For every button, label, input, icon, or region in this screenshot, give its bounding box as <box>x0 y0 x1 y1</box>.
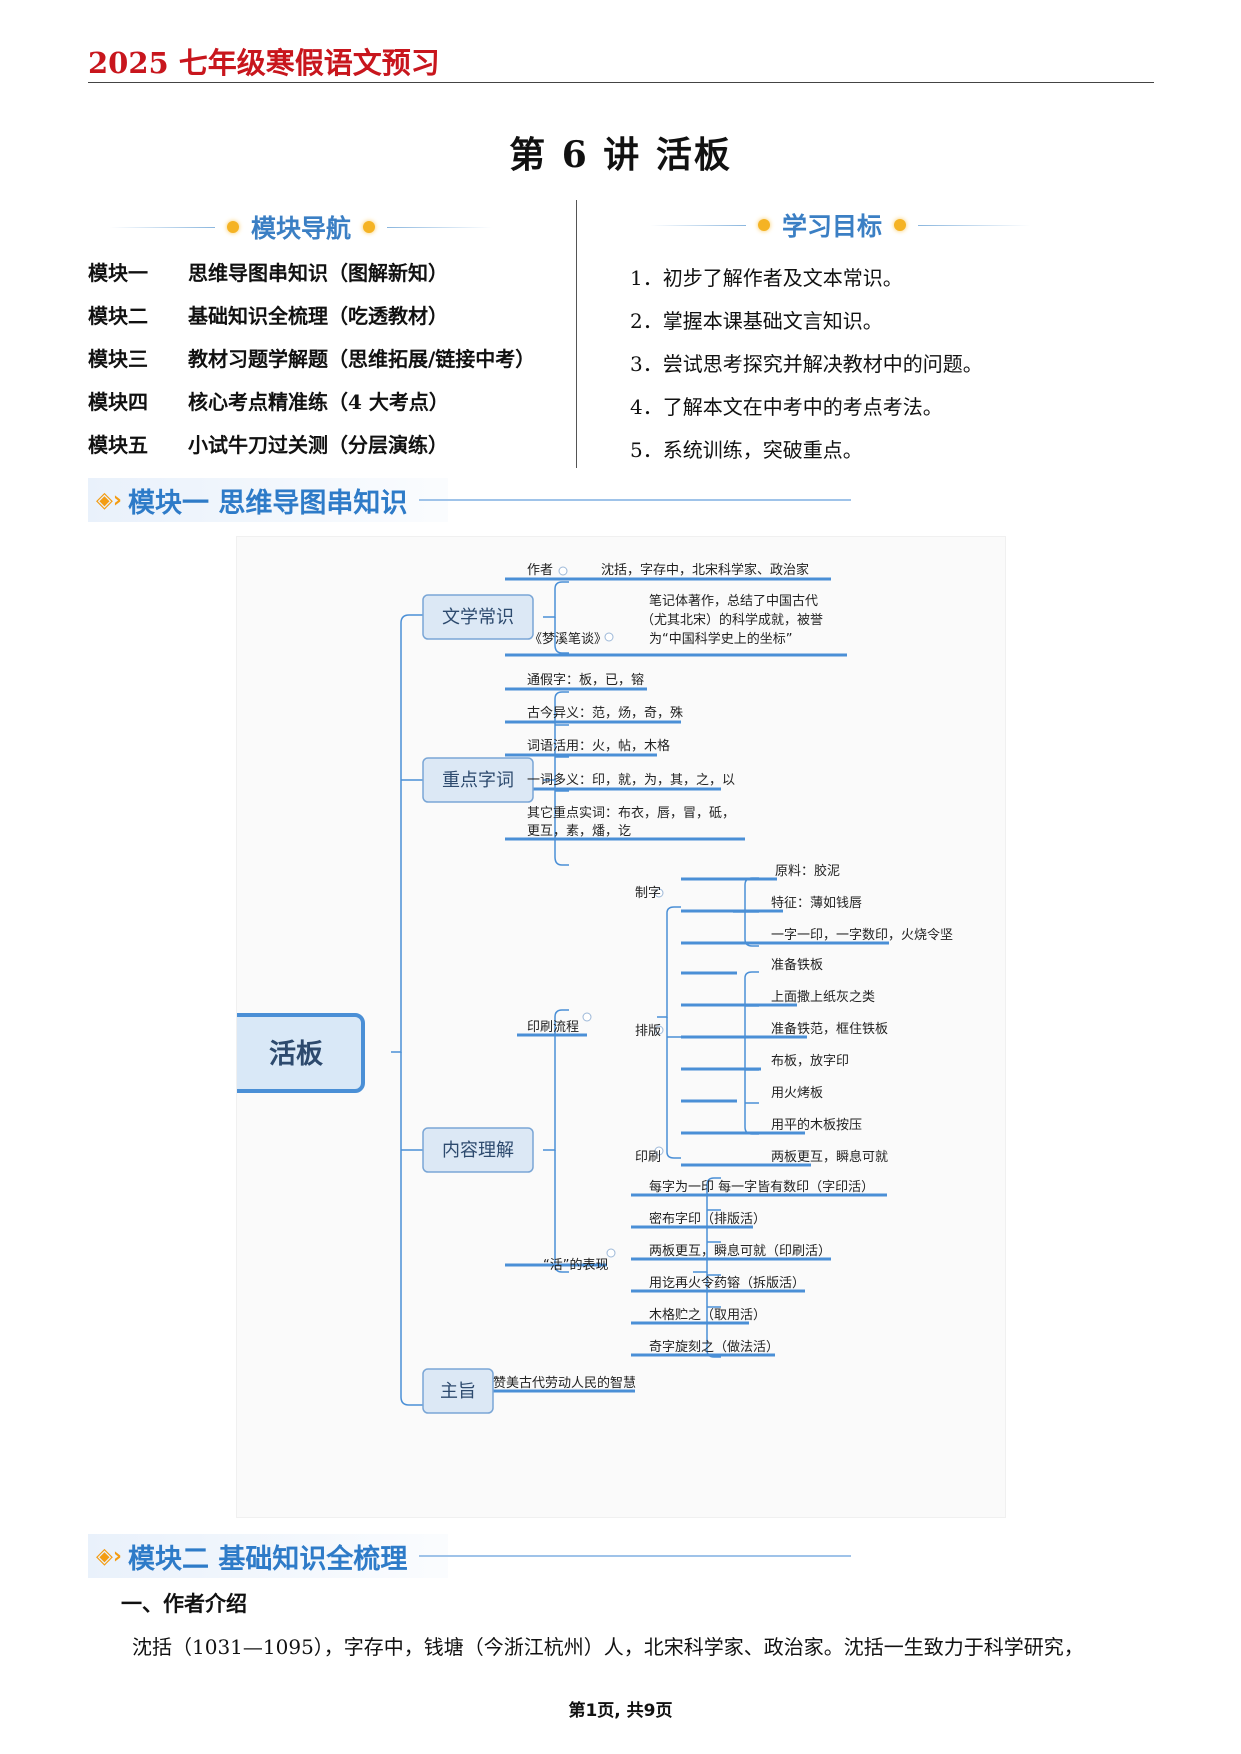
goal-item: 3．尝试思考探究并解决教材中的问题。 <box>630 352 983 376</box>
nav-heading-dot-right <box>363 221 376 233</box>
nav-heading-text: 模块导航 <box>251 214 352 243</box>
leaf-paiban: 上面撒上纸灰之类 <box>771 989 875 1005</box>
goals-heading-line-left <box>650 224 746 226</box>
leaf-yinshua: 两板更互，瞬息可就 <box>771 1149 888 1165</box>
section-author-title: 一、作者介绍 <box>121 1591 247 1616</box>
goal-item: 1．初步了解作者及文本常识。 <box>630 266 903 290</box>
node-neirong <box>422 1127 534 1173</box>
nav-heading-dot-left <box>227 221 239 233</box>
mind-map: 活板 文学常识 重点字词 内容理解 主旨 作者 沈括，字存中，北宋科学家、政治家… <box>227 536 1006 1518</box>
goals-heading: 学习目标 <box>650 207 1031 243</box>
leaf-huo: 密布字印（排版活） <box>649 1211 766 1227</box>
leaf-zhizi: 原料：胶泥 <box>775 863 840 879</box>
page-footer: 第1页, 共9页 <box>568 1701 673 1721</box>
node-neirong-label: 内容理解 <box>442 1140 514 1161</box>
module-nav-list: 模块一思维导图串知识（图解新知） 模块二基础知识全梳理（吃透教材） 模块三教材习… <box>88 250 535 465</box>
lecture-title: 第 6 讲 活板 <box>509 134 732 176</box>
module2-banner: ◈› 模块二 基础知识全梳理 <box>88 1534 852 1578</box>
column-divider <box>576 200 577 468</box>
leaf-book-key: 《梦溪笔谈》 <box>529 631 607 647</box>
leaf-paiban: 布板，放字印 <box>771 1054 849 1069</box>
leaf-paiban: 准备铁板 <box>771 957 823 973</box>
goals-heading-text: 学习目标 <box>782 212 883 241</box>
leaf-huo: 用讫再火令药镕（拆版活） <box>649 1276 805 1291</box>
node-zhizi: 制字 <box>635 886 661 901</box>
header-rule <box>88 82 1154 83</box>
mind-map-svg: 活板 文学常识 重点字词 内容理解 主旨 作者 沈括，字存中，北宋科学家、政治家… <box>227 562 953 1414</box>
node-paiban: 排版 <box>635 1024 661 1039</box>
goal-item: 5．系统训练，突破重点。 <box>630 438 863 462</box>
leaf-keyword: 通假字：板，已，镕 <box>527 673 644 688</box>
nav-heading-line-right <box>387 226 493 228</box>
leaf-keyword: 古今异义：范，炀，奇，殊 <box>527 705 683 721</box>
node-yinshua: 印刷 <box>635 1150 661 1165</box>
goals-heading-dot-left <box>758 219 770 231</box>
leaf-zhizi: 一字一印，一字数印，火烧令坚 <box>771 928 953 943</box>
nav-item: 模块四核心考点精准练（4 大考点） <box>88 390 449 414</box>
leaf-keyword: 其它重点实词：布衣，唇，冒，砥， <box>527 805 735 821</box>
goals-heading-line-right <box>918 224 1031 226</box>
leaf-paiban: 准备铁范，框住铁板 <box>771 1021 888 1037</box>
module2-title: 模块二 基础知识全梳理 <box>128 1543 408 1575</box>
node-wenxue <box>422 594 534 640</box>
diamond-arrow-icon: ◈› <box>96 487 122 513</box>
module1-rule <box>419 499 852 501</box>
leaf-keyword: 词语活用：火，帖，木格 <box>527 738 670 754</box>
node-liucheng: 印刷流程 <box>527 1020 579 1035</box>
leaf-keyword: 更互，素，燔，讫 <box>527 824 631 839</box>
nav-item: 模块三教材习题学解题（思维拓展/链接中考） <box>88 347 536 371</box>
leaf-author-val: 沈括，字存中，北宋科学家、政治家 <box>601 562 809 578</box>
nav-heading: 模块导航 <box>110 209 493 245</box>
node-zhongdian-label: 重点字词 <box>442 770 514 791</box>
diamond-arrow-icon: ◈› <box>96 1543 122 1569</box>
leaf-zhuzhi: 赞美古代劳动人民的智慧 <box>493 1375 636 1391</box>
header-title: 2025 七年级寒假语文预习 <box>88 46 440 80</box>
node-huo: “活”的表现 <box>543 1257 608 1273</box>
leaf-huo: 奇字旋刻之（做法活） <box>649 1339 779 1355</box>
mindmap-root-label: 活板 <box>269 1039 323 1070</box>
leaf-paiban: 用平的木板按压 <box>771 1117 862 1133</box>
nav-item: 模块二基础知识全梳理（吃透教材） <box>88 304 448 328</box>
node-zhongdian <box>422 757 534 803</box>
node-zhuzhi-label: 主旨 <box>440 1381 476 1402</box>
module1-title: 模块一 思维导图串知识 <box>128 487 408 519</box>
leaf-huo: 每字为一印 每一字皆有数印（字印活） <box>649 1179 874 1195</box>
module1-banner: ◈› 模块一 思维导图串知识 <box>88 478 852 522</box>
node-wenxue-label: 文学常识 <box>442 607 514 628</box>
goals-list: 1．初步了解作者及文本常识。 2．掌握本课基础文言知识。 3．尝试思考探究并解决… <box>630 255 983 470</box>
leaf-book-val: 笔记体著作，总结了中国古代 <box>649 593 818 609</box>
leaf-huo: 木格贮之（取用活） <box>649 1307 766 1323</box>
nav-heading-line-left <box>110 226 215 228</box>
leaf-author-key: 作者 <box>527 563 553 578</box>
author-paragraph: 沈括（1031—1095），字存中，钱塘（今浙江杭州）人，北宋科学家、政治家。沈… <box>132 1635 1084 1659</box>
leaf-huo: 两板更互，瞬息可就（印刷活） <box>649 1243 831 1259</box>
module2-rule <box>419 1555 852 1557</box>
goal-item: 4．了解本文在中考中的考点考法。 <box>630 395 943 419</box>
goals-heading-dot-right <box>894 219 907 231</box>
leaf-zhizi: 特征：薄如钱唇 <box>771 895 862 911</box>
leaf-book-val: （尤其北宋）的科学成就，被誉 <box>641 612 823 628</box>
leaf-book-val: 为“中国科学史上的坐标” <box>649 631 792 647</box>
leaf-paiban: 用火烤板 <box>771 1086 823 1101</box>
node-zhuzhi <box>422 1368 494 1414</box>
goal-item: 2．掌握本课基础文言知识。 <box>630 309 883 333</box>
nav-item: 模块五小试牛刀过关测（分层演练） <box>88 433 448 457</box>
leaf-keyword: 一词多义：印，就，为，其，之，以 <box>527 772 735 788</box>
nav-item: 模块一思维导图串知识（图解新知） <box>88 261 448 285</box>
